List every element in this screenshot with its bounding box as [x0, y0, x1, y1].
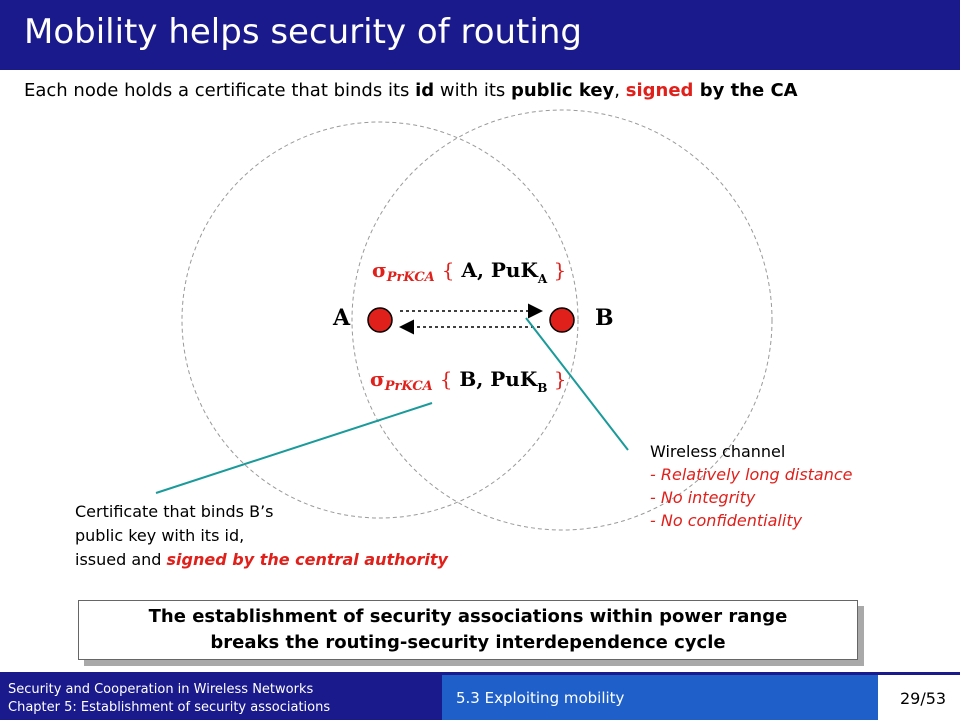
wireless-title: Wireless channel — [650, 442, 786, 461]
cert-note-prefix: issued and — [75, 550, 167, 569]
sigma-symbol: σ — [372, 258, 387, 282]
sigma-symbol: σ — [370, 367, 385, 391]
brace-close: } — [547, 367, 567, 391]
subtitle-part2: with its — [434, 80, 511, 101]
cert-note-line: issued and signed by the central authori… — [75, 548, 448, 572]
footer-section: 5.3 Exploiting mobility — [442, 675, 878, 720]
node-b-label: B — [595, 305, 614, 331]
wireless-item: - No integrity — [650, 488, 756, 507]
cert-note-line: Certificate that binds B’s — [75, 502, 274, 521]
node-a — [367, 307, 393, 333]
footer-page-number: 29/53 — [878, 675, 960, 720]
wireless-channel-note: Wireless channel - Relatively long dista… — [650, 440, 853, 532]
conclusion-line: breaks the routing-security interdepende… — [210, 632, 726, 653]
cert-a-content: A, PuK — [454, 258, 538, 282]
node-b — [549, 307, 575, 333]
brace-open: { — [441, 258, 455, 282]
subtitle: Each node holds a certificate that binds… — [24, 80, 936, 101]
cert-a-subscript: A — [537, 272, 548, 286]
title-bar — [0, 0, 960, 70]
conclusion-box: The establishment of security associatio… — [78, 600, 858, 660]
certificate-note: Certificate that binds B’s public key wi… — [75, 500, 448, 572]
subtitle-comma: , — [614, 80, 626, 101]
subtitle-part1: Each node holds a certificate that binds… — [24, 80, 416, 101]
range-circle-b — [351, 109, 773, 531]
brace-open: { — [439, 367, 453, 391]
subtitle-public-key: public key — [510, 80, 615, 101]
cert-b-subscript: B — [537, 381, 548, 395]
footer-course-line: Security and Cooperation in Wireless Net… — [8, 682, 314, 697]
cert-note-emphasis: signed by the central authority — [166, 550, 448, 569]
subtitle-signed: signed — [625, 80, 694, 101]
brace-close: } — [547, 258, 567, 282]
conclusion-line: The establishment of security associatio… — [148, 606, 788, 627]
certificate-a: σPrKCA { A, PuKA } — [372, 258, 566, 286]
footer-section-label: 5.3 Exploiting mobility — [456, 689, 625, 707]
node-a-label: A — [333, 305, 351, 331]
signing-key: PrKCA — [386, 270, 435, 285]
wireless-item: - No confidentiality — [650, 511, 803, 530]
page-title: Mobility helps security of routing — [24, 12, 582, 52]
wireless-item: - Relatively long distance — [650, 465, 853, 484]
page-number: 29/53 — [900, 689, 947, 708]
cert-note-line: public key with its id, — [75, 526, 245, 545]
certificate-b: σPrKCA { B, PuKB } — [370, 367, 566, 395]
footer-chapter-line: Chapter 5: Establishment of security ass… — [8, 700, 331, 715]
subtitle-by-ca: by the CA — [693, 80, 798, 101]
footer-course: Security and Cooperation in Wireless Net… — [8, 681, 330, 717]
signing-key: PrKCA — [384, 379, 433, 394]
callout-line-cert — [155, 402, 433, 494]
callout-line-wireless — [525, 317, 629, 451]
cert-b-content: B, PuK — [452, 367, 538, 391]
subtitle-id: id — [415, 80, 435, 101]
range-circle-a — [181, 121, 579, 519]
